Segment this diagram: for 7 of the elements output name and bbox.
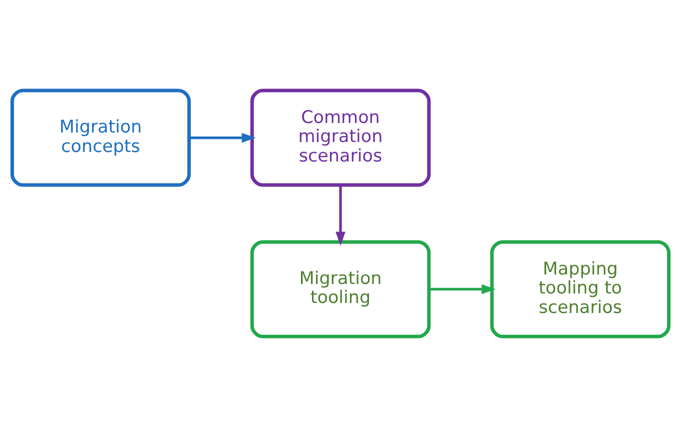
arrow (189, 132, 256, 143)
node-box: Common migration scenarios (250, 88, 431, 187)
node-box: Mapping tooling to scenarios (490, 240, 671, 338)
arrow (336, 185, 346, 246)
arrow (429, 284, 496, 294)
node-box: Migration tooling (250, 240, 431, 338)
node-box: Migration concepts (10, 88, 191, 187)
